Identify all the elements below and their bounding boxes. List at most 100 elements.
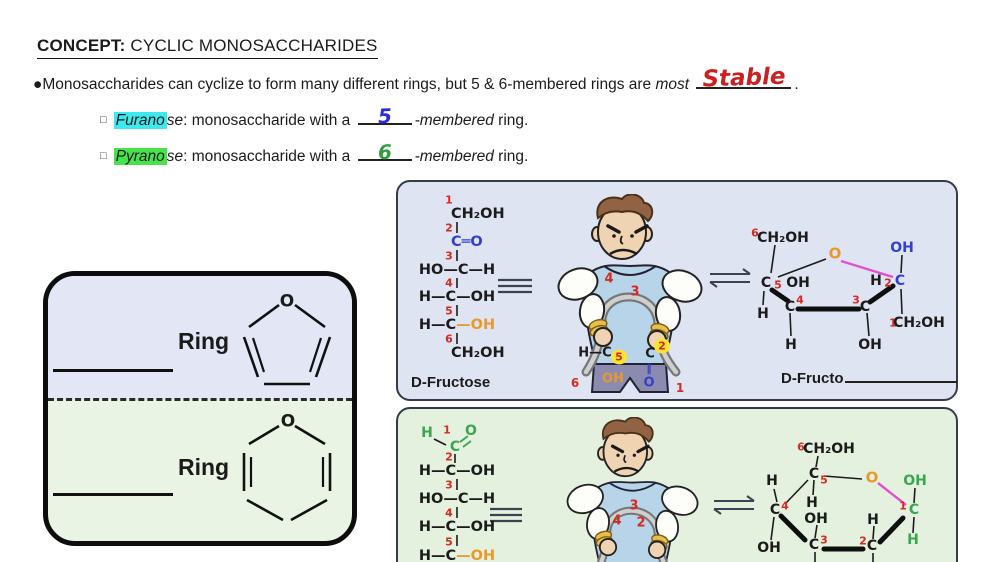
atom-label: 1 <box>889 316 897 330</box>
handwritten-answer: 6 <box>377 139 392 165</box>
atom-label: H <box>806 495 818 511</box>
ring-name-blank <box>53 369 173 372</box>
fischer-row: H—C—OH <box>418 462 496 479</box>
tube-carbon-3: 3 <box>630 284 640 300</box>
tube-carbon-3: 3 <box>629 498 639 514</box>
atom-label: OH <box>804 511 828 527</box>
atom-label: H <box>870 273 882 289</box>
pyran-oxygen: O <box>280 411 296 432</box>
new-ring-bond <box>840 259 894 279</box>
fischer-row: H—C—OH <box>418 288 496 305</box>
carbon-number: 4 <box>445 276 453 290</box>
fischer-row: C═O <box>451 233 483 250</box>
atom-label: 2 <box>884 276 892 290</box>
chain-double-bond: ‖ <box>646 361 652 375</box>
atom-label: 3 <box>852 293 860 307</box>
page-title: CONCEPT: CYCLIC MONOSACCHARIDES <box>37 36 378 59</box>
atom-label: 5 <box>820 473 828 487</box>
atom-label: 3 <box>820 533 828 547</box>
identity-sign <box>490 507 522 523</box>
atom-label: C <box>859 299 871 315</box>
atom-label: CH₂OH <box>757 230 809 246</box>
fischer-row: H—C—OH <box>418 518 496 535</box>
atom-label: 5 <box>774 278 782 292</box>
carbon-number: 4 <box>445 506 453 520</box>
ring-oxygen: O <box>828 244 842 263</box>
intro-text: Monosaccharides can cyclize to form many… <box>42 76 656 93</box>
intro-line: ●Monosaccharides can cyclize to form man… <box>33 63 799 93</box>
ring-name-blank <box>53 493 173 496</box>
caption-blank <box>844 368 957 383</box>
atom-label: H <box>867 512 879 528</box>
carbon-number: 1 <box>443 423 451 437</box>
atom-label: CH₂OH <box>803 441 855 457</box>
atom-label: H <box>766 473 778 489</box>
concept-title: CYCLIC MONOSACCHARIDES <box>125 36 378 55</box>
anomeric-hydroxyl: OH <box>903 473 927 489</box>
chain-c2-number: 2 <box>654 338 670 354</box>
atom-label: 6 <box>751 226 759 240</box>
atom-label: OH <box>858 337 882 353</box>
atom-label: 2 <box>859 534 867 548</box>
atom-label: C <box>908 502 920 518</box>
carbon-number: 5 <box>445 304 453 318</box>
atom-label: 4 <box>781 499 789 513</box>
carbon-number: 2 <box>445 450 453 464</box>
fischer-row: CH₂OH <box>451 344 505 361</box>
concept-label: CONCEPT: <box>37 36 126 55</box>
chain-c5-number: 5 <box>611 349 627 365</box>
carbon-number: 5 <box>445 535 453 549</box>
atom-label: C <box>769 502 781 518</box>
ring-caption: D-Fructo <box>781 368 957 387</box>
carbon-number: 3 <box>445 249 453 263</box>
furan-oxygen: O <box>279 291 295 312</box>
atom-label: H <box>907 532 919 548</box>
square-bullet-icon: □ <box>100 150 107 162</box>
atom-label: 6 <box>797 440 805 454</box>
atom-label: 1 <box>899 499 907 513</box>
highlight-pyrano: Pyrano <box>113 148 167 165</box>
atom-label: OH <box>757 540 781 556</box>
fischer-row: CH₂OH <box>451 205 505 222</box>
fischer-row: H—C—OH <box>418 316 496 333</box>
fischer-title: D-Fructose <box>411 374 491 391</box>
ring-oxygen: O <box>865 468 879 487</box>
answer-blank-furanose: 5 <box>357 103 412 129</box>
chain-c6-number: 6 <box>570 376 580 390</box>
furan-ring-structure <box>242 303 332 386</box>
atom-label: CH₂OH <box>893 315 945 331</box>
ring-label: Ring <box>178 328 230 354</box>
tube-carbon-4: 4 <box>612 513 622 529</box>
identity-sign <box>498 278 532 294</box>
intro-emphasis: most <box>655 76 690 93</box>
carbon-number: 2 <box>445 221 453 235</box>
aldehyde-double-bond <box>459 435 472 448</box>
chain-c2-atom: C <box>645 346 655 362</box>
answer-blank-stable: Stable <box>696 64 792 92</box>
pyran-ring-structure <box>242 424 332 522</box>
aldehyde-carbon: C <box>449 439 461 455</box>
square-bullet-icon: □ <box>100 114 107 126</box>
carbon-number: 1 <box>445 193 453 207</box>
atom-label: 4 <box>796 293 804 307</box>
handwritten-answer: 5 <box>377 103 392 129</box>
fischer-row: HO—C—H <box>418 261 496 278</box>
ring-label: Ring <box>178 454 230 480</box>
caption-text: D-Fructo <box>781 370 844 387</box>
fischer-row: HO—C—H <box>418 490 496 507</box>
furanose-section-bg <box>48 276 352 400</box>
bullet-icon: ● <box>33 76 43 93</box>
